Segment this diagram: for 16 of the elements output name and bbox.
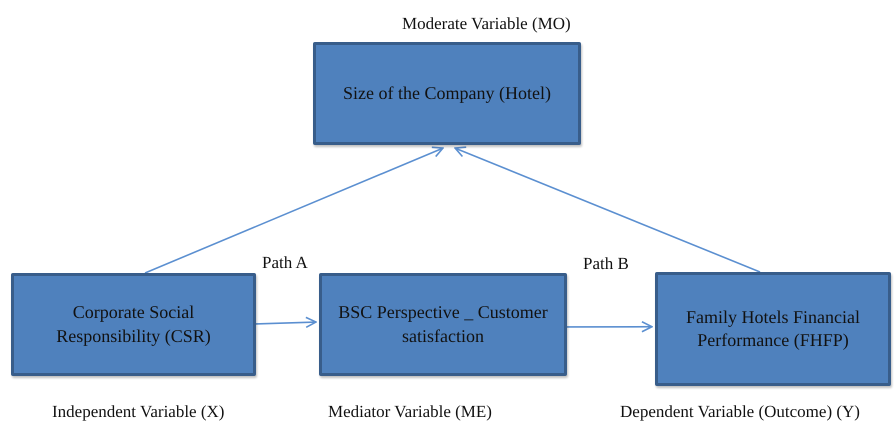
arrow [256,316,317,328]
variable-box [11,273,256,376]
variable-type-label: Independent Variable (X) [52,402,224,422]
arrow [567,320,653,333]
box-text: Size of the Company (Hotel) [342,82,552,105]
variable-type-label: Mediator Variable (ME) [328,402,492,422]
arrow [144,146,444,274]
variable-box [319,273,567,376]
box-text: BSC Perspective _ Customer satisfaction [337,301,549,348]
variable-box [313,42,581,145]
box-text: Family Hotels Financial Performance (FHFP) [685,306,861,352]
arrow [454,146,760,273]
variable-type-label: Moderate Variable (MO) [402,14,571,34]
box-text: Corporate Social Responsibility (CSR) [55,301,212,348]
variable-box [655,272,891,386]
variable-type-label: Dependent Variable (Outcome) (Y) [620,402,860,422]
